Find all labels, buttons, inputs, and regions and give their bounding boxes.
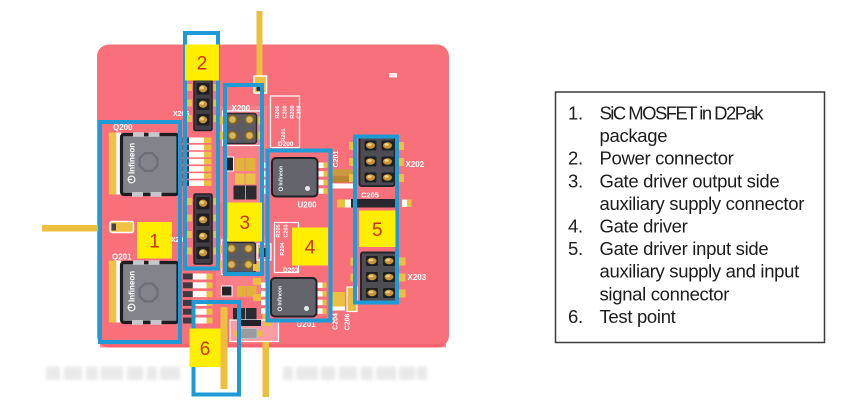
svg-text:X206: X206 xyxy=(173,111,189,118)
svg-text:6.: 6. xyxy=(568,306,583,327)
svg-text:U200: U200 xyxy=(298,201,318,210)
svg-text:X202: X202 xyxy=(406,160,425,169)
svg-text:package: package xyxy=(600,125,668,146)
svg-text:C205: C205 xyxy=(361,191,379,200)
svg-text:4: 4 xyxy=(305,238,316,259)
svg-text:2.: 2. xyxy=(568,148,583,169)
svg-text:Gate driver: Gate driver xyxy=(600,216,688,237)
svg-text:1: 1 xyxy=(149,231,160,252)
svg-text:C203: C203 xyxy=(284,224,290,237)
svg-text:C201: C201 xyxy=(333,151,340,168)
svg-text:Infineon: Infineon xyxy=(278,286,284,305)
svg-text:C200: C200 xyxy=(283,105,289,118)
svg-text:Test point: Test point xyxy=(600,306,676,327)
svg-text:5: 5 xyxy=(372,220,383,241)
svg-text:Q200: Q200 xyxy=(113,123,133,132)
svg-text:auxiliary supply and input: auxiliary supply and input xyxy=(600,261,800,282)
svg-text:X200: X200 xyxy=(232,104,251,113)
svg-text:Q201: Q201 xyxy=(112,253,132,262)
svg-text:C206: C206 xyxy=(345,314,352,331)
svg-text:Gate driver input side: Gate driver input side xyxy=(600,238,769,259)
svg-text:Infineon: Infineon xyxy=(128,143,137,174)
svg-text:D200: D200 xyxy=(278,141,294,148)
svg-text:R205: R205 xyxy=(276,224,282,237)
svg-text:5.: 5. xyxy=(568,238,583,259)
svg-text:2: 2 xyxy=(197,54,208,75)
svg-text:1.: 1. xyxy=(568,103,583,124)
svg-text:Gate driver output side: Gate driver output side xyxy=(600,170,780,191)
svg-text:R206: R206 xyxy=(275,105,281,118)
svg-text:SiC MOSFET in D2Pak: SiC MOSFET in D2Pak xyxy=(600,103,765,124)
svg-text:Infineon: Infineon xyxy=(128,271,137,302)
svg-text:R201: R201 xyxy=(281,128,287,141)
svg-text:Power connector: Power connector xyxy=(600,148,734,169)
svg-text:3.: 3. xyxy=(568,170,583,191)
svg-text:C208: C208 xyxy=(297,105,303,118)
svg-text:auxiliary supply connector: auxiliary supply connector xyxy=(600,193,805,214)
svg-text:R200: R200 xyxy=(290,105,296,118)
svg-text:C204: C204 xyxy=(333,313,340,330)
svg-text:X203: X203 xyxy=(408,273,427,282)
svg-text:3: 3 xyxy=(239,213,250,234)
svg-text:D203: D203 xyxy=(283,267,299,274)
svg-text:U201: U201 xyxy=(297,320,317,329)
svg-text:Infineon: Infineon xyxy=(279,166,285,185)
svg-text:signal connector: signal connector xyxy=(600,283,730,304)
svg-text:4.: 4. xyxy=(568,216,583,237)
svg-text:R204: R204 xyxy=(280,241,286,255)
svg-text:6: 6 xyxy=(200,339,211,360)
